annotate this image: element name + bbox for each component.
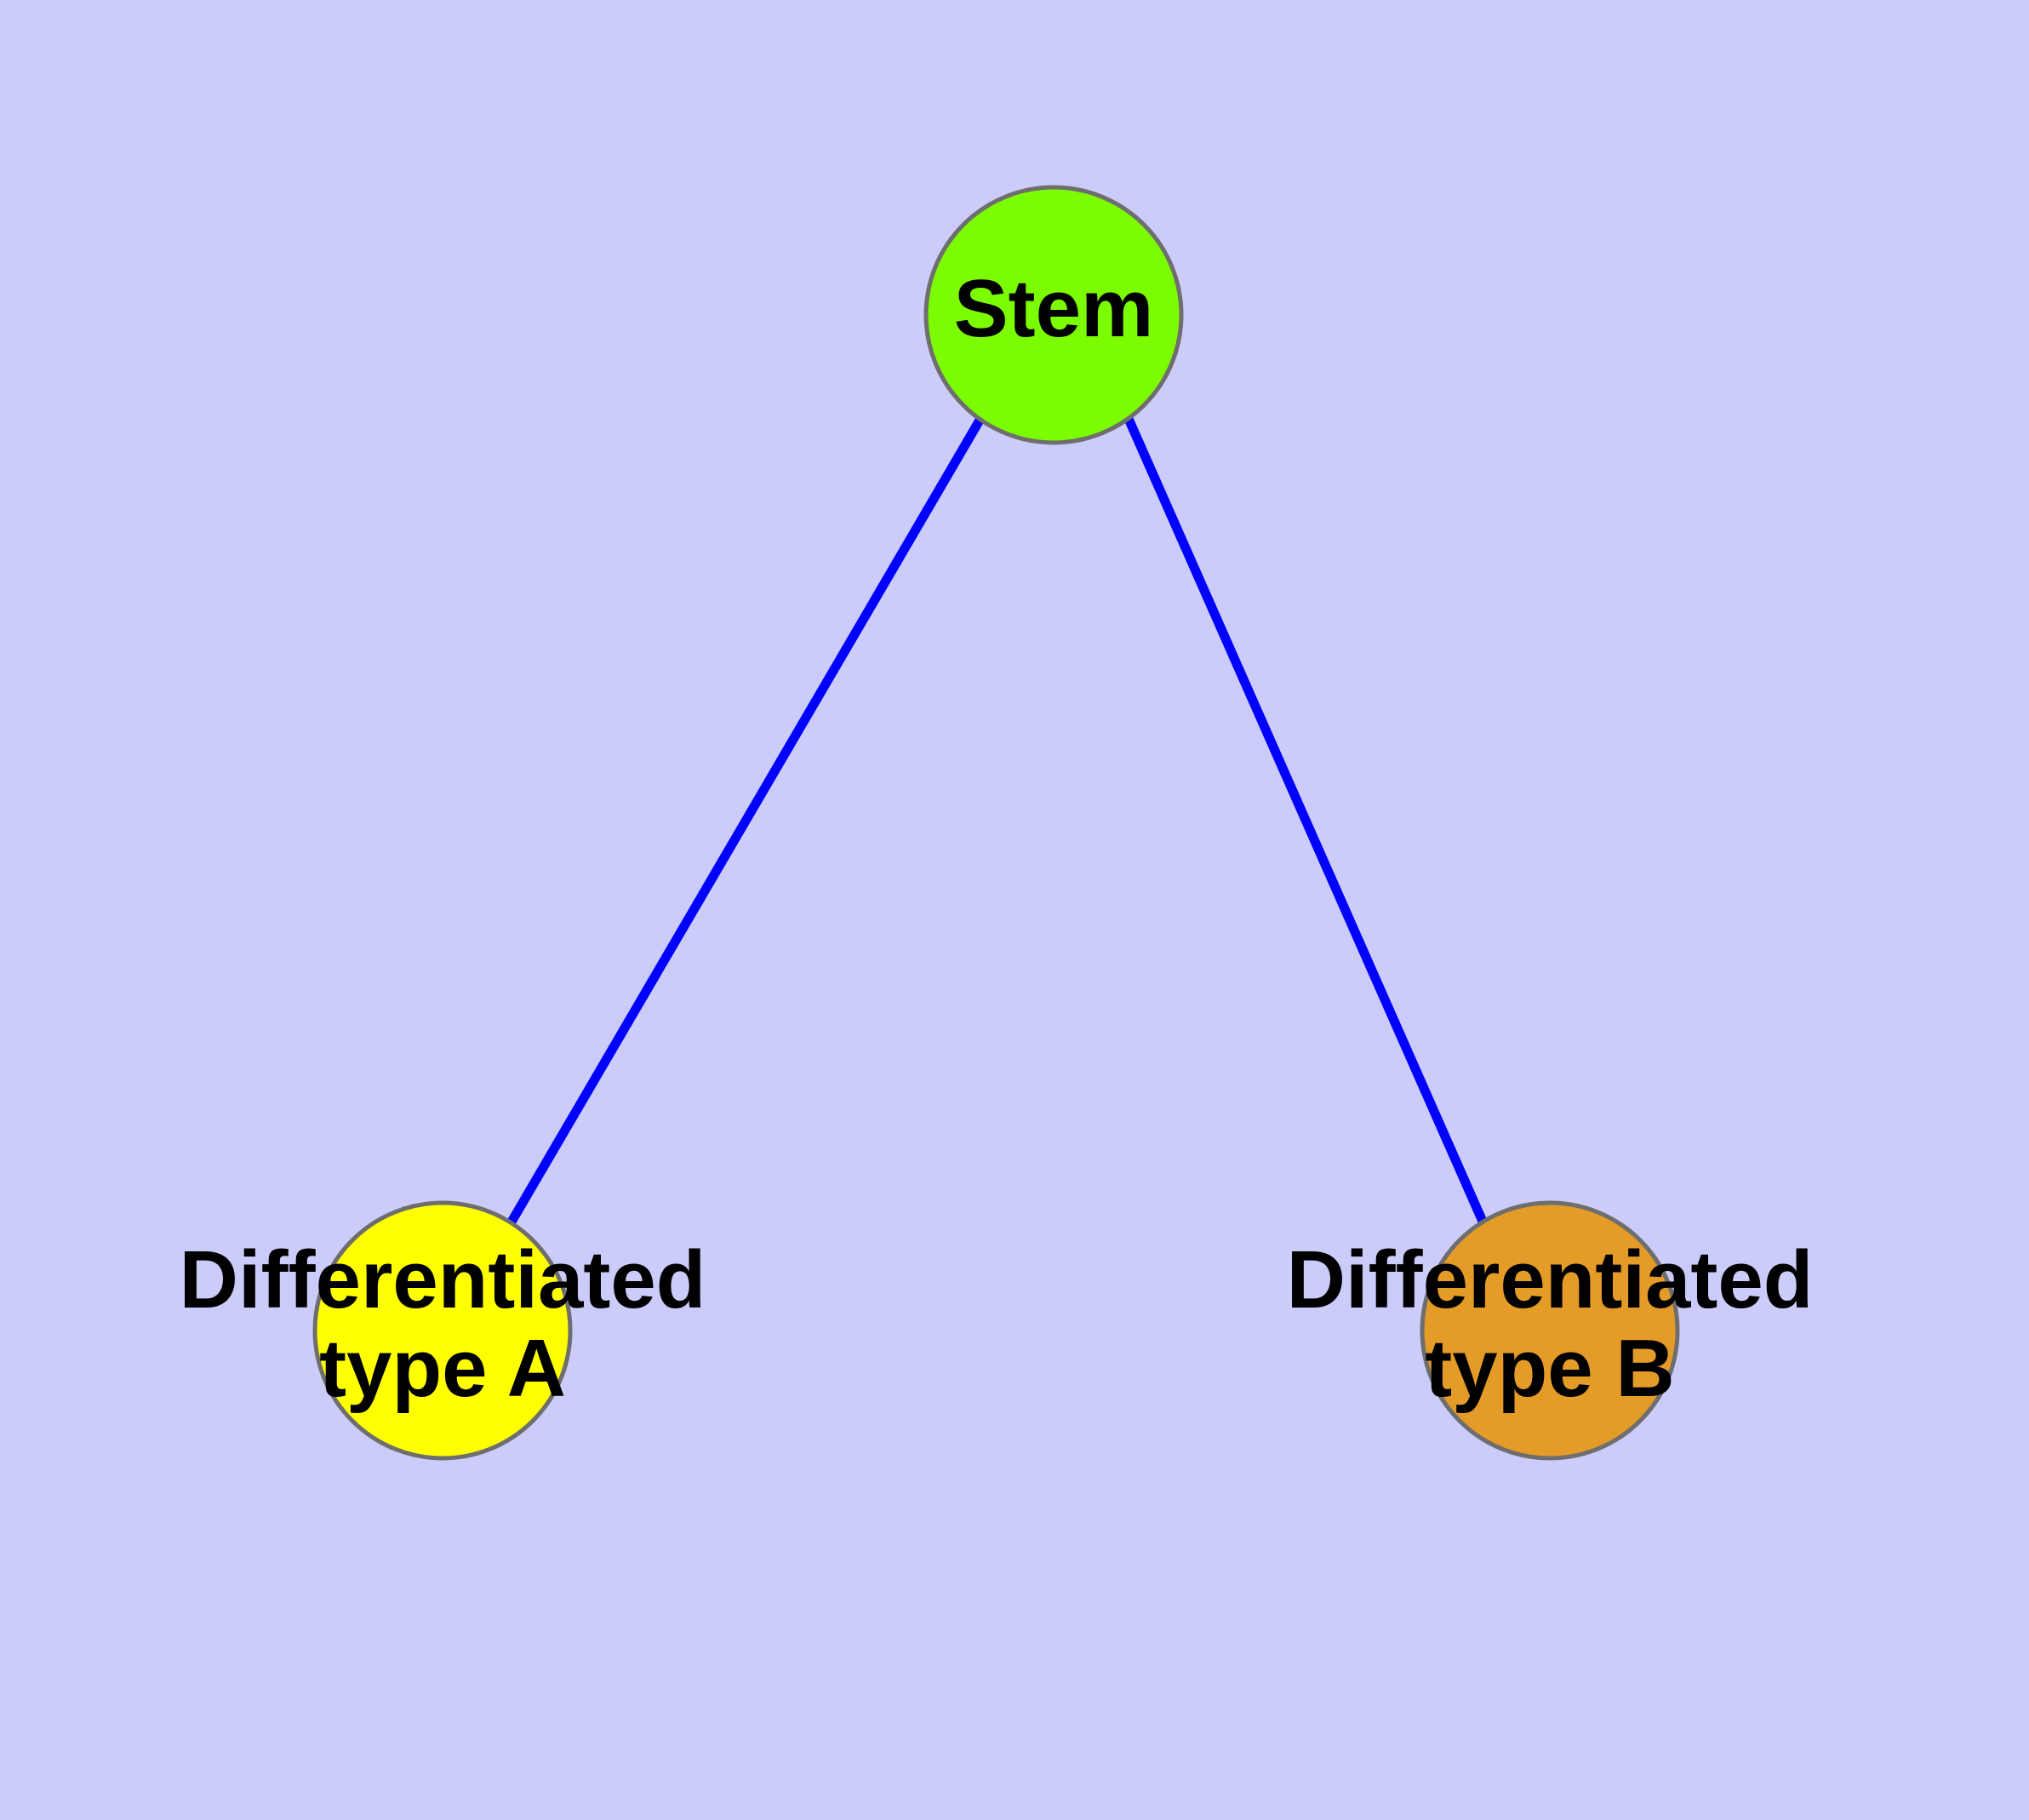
- graph-edge-stem-to-a[interactable]: [506, 416, 985, 1226]
- graph-edge-stem-to-b[interactable]: [1123, 416, 1489, 1226]
- graph-node-diff_a[interactable]: [312, 1200, 573, 1461]
- graph-node-label-line: Differentiated: [1287, 1235, 1814, 1326]
- graph-node-label-stem: Stem: [954, 263, 1154, 354]
- graph-node-label-line: Differentiated: [180, 1235, 706, 1326]
- edges-layer: [506, 416, 1489, 1226]
- graph-node-label-line: Stem: [954, 263, 1154, 354]
- graph-node-stem[interactable]: [923, 185, 1184, 445]
- graph-node-label-line: type B: [1425, 1323, 1674, 1414]
- graph-node-label-line: type A: [319, 1323, 566, 1414]
- nodes-layer: [312, 185, 1680, 1461]
- graph-node-diff_b[interactable]: [1420, 1200, 1680, 1461]
